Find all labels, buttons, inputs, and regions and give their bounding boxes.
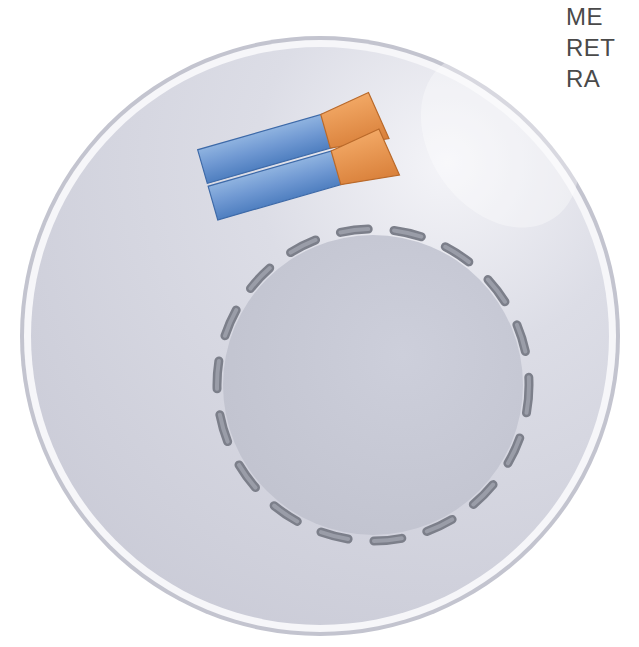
stage-label: RET [566, 33, 616, 63]
centriole-tip [329, 127, 399, 191]
centriole [208, 150, 343, 219]
stage-label: ME [566, 2, 603, 32]
nuclear-envelope-shade [217, 229, 529, 541]
nucleus [223, 235, 523, 535]
nuclear-envelope [217, 229, 529, 541]
stage-label: RA [566, 64, 600, 94]
centriole-pair [195, 91, 399, 227]
